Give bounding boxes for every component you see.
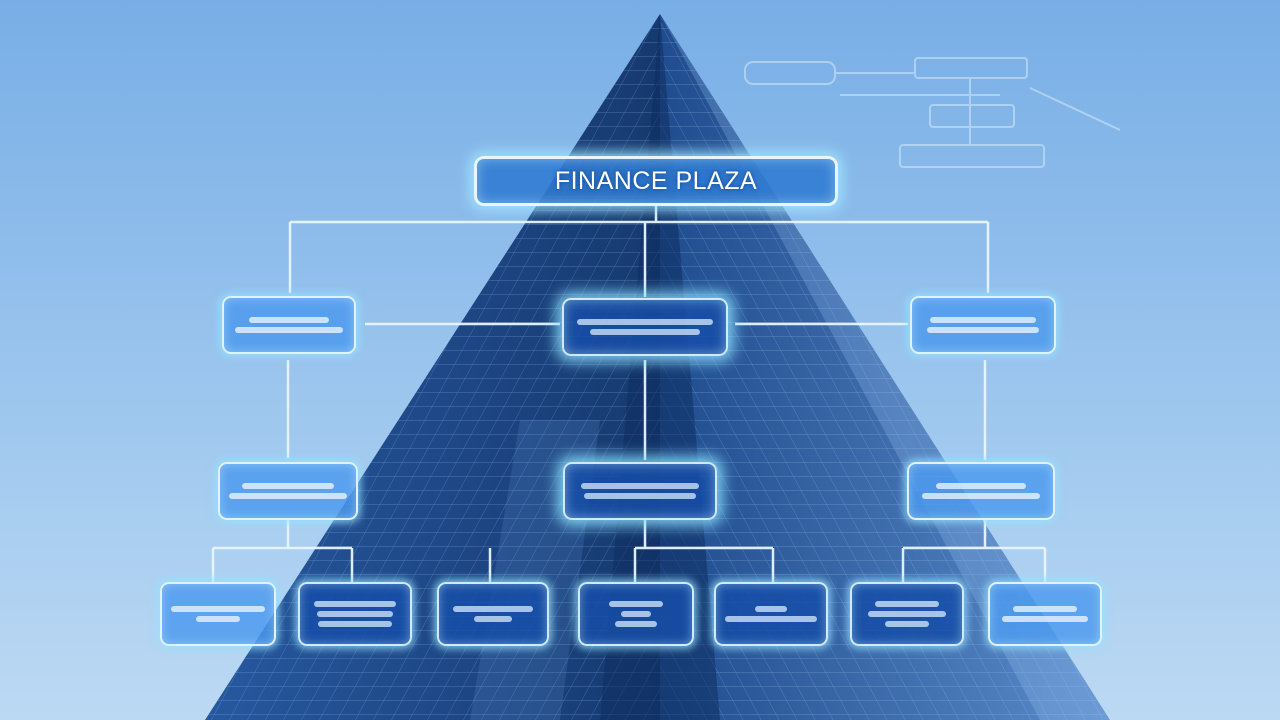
illegible-label-line bbox=[590, 329, 700, 335]
illegible-label-line bbox=[235, 327, 343, 333]
chart-node-level2-right bbox=[907, 462, 1055, 520]
illegible-label-line bbox=[474, 616, 512, 622]
chart-node-level3-1 bbox=[160, 582, 276, 646]
illegible-label-line bbox=[577, 319, 713, 325]
illegible-label-line bbox=[171, 606, 265, 612]
illegible-label-line bbox=[885, 621, 929, 627]
chart-node-level3-4 bbox=[578, 582, 694, 646]
chart-node-level3-2 bbox=[298, 582, 412, 646]
org-chart-connectors bbox=[211, 206, 1047, 582]
illegible-label-line bbox=[242, 483, 334, 489]
chart-node-level2-left bbox=[218, 462, 358, 520]
illegible-label-line bbox=[314, 601, 396, 607]
illegible-label-line bbox=[725, 616, 817, 622]
illegible-label-line bbox=[1013, 606, 1077, 612]
illegible-label-line bbox=[755, 606, 787, 612]
illegible-label-line bbox=[317, 611, 393, 617]
illegible-label-line bbox=[868, 611, 946, 617]
illegible-label-line bbox=[581, 483, 699, 489]
chart-node-level1-right bbox=[910, 296, 1056, 354]
illegible-label-line bbox=[922, 493, 1040, 499]
chart-node-level3-6 bbox=[850, 582, 964, 646]
illegible-label-line bbox=[930, 317, 1036, 323]
illegible-label-line bbox=[249, 317, 329, 323]
illegible-label-line bbox=[196, 616, 240, 622]
illegible-label-line bbox=[609, 601, 663, 607]
illegible-label-line bbox=[453, 606, 533, 612]
title-node: FINANCE PLAZA bbox=[474, 156, 838, 206]
title-text: FINANCE PLAZA bbox=[554, 166, 758, 195]
chart-node-level1-center bbox=[562, 298, 728, 356]
chart-node-level3-7 bbox=[988, 582, 1102, 646]
background-sketch-diagram bbox=[744, 57, 1121, 168]
chart-node-level1-left bbox=[222, 296, 356, 354]
illegible-label-line bbox=[615, 621, 657, 627]
illegible-label-line bbox=[584, 493, 696, 499]
chart-node-level3-3 bbox=[437, 582, 549, 646]
illegible-label-line bbox=[621, 611, 651, 617]
illegible-label-line bbox=[1002, 616, 1088, 622]
illegible-label-line bbox=[875, 601, 939, 607]
chart-node-level2-center bbox=[563, 462, 717, 520]
illegible-label-line bbox=[936, 483, 1026, 489]
illegible-label-line bbox=[229, 493, 347, 499]
illegible-label-line bbox=[927, 327, 1039, 333]
illegible-label-line bbox=[318, 621, 392, 627]
chart-node-level3-5 bbox=[714, 582, 828, 646]
